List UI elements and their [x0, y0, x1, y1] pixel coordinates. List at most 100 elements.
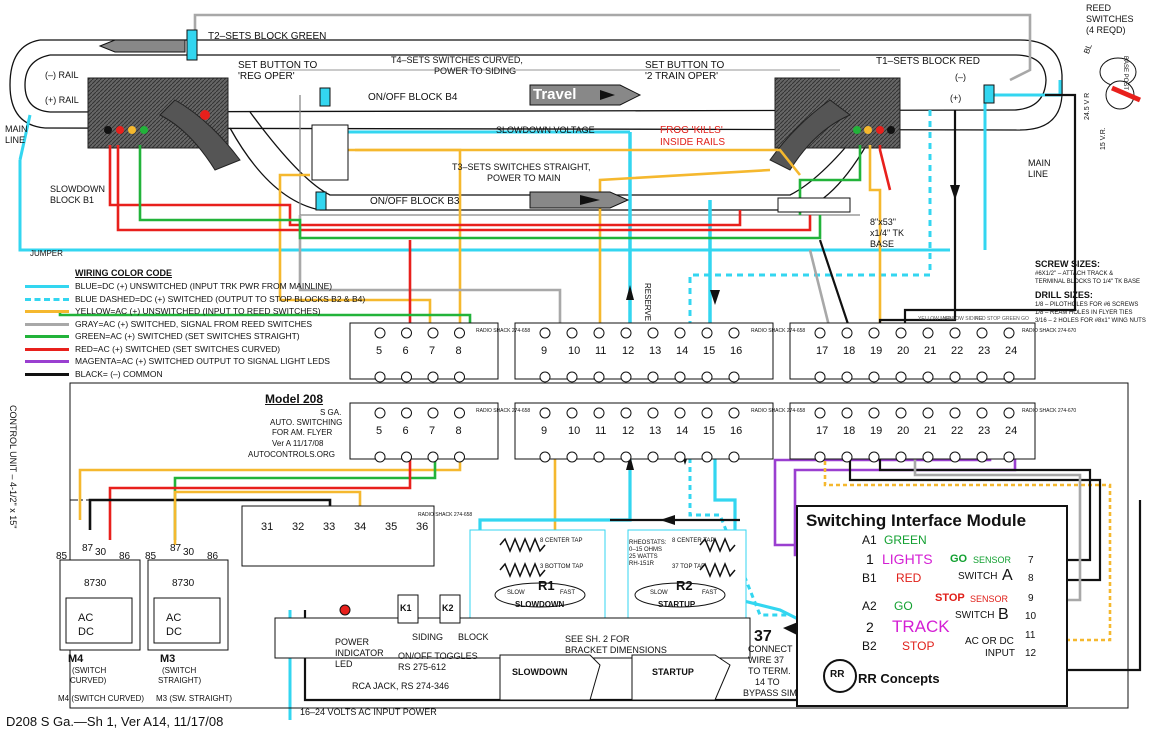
rheo-spec1: RHEOSTATS: — [629, 540, 667, 546]
terminal-number: 23 — [978, 425, 991, 437]
label-tk-base-1: 8"x53" — [870, 217, 896, 227]
rs-label-d: RADIO SHACK 274-658 — [418, 512, 473, 518]
screw-sizes-line2: TERMINAL BLOCKS TO 1/4" TK BASE — [1035, 279, 1140, 285]
sim-track-text: TRACK — [892, 617, 950, 636]
terminal-number: 36 — [416, 521, 429, 533]
terminal-number: 10 — [568, 345, 581, 357]
m4-pin-86: 86 — [119, 551, 131, 562]
rs-label-b1: RADIO SHACK 274-658 — [751, 328, 806, 334]
terminal-screw — [701, 371, 713, 383]
see-sh2-2: BRACKET DIMENSIONS — [565, 645, 667, 655]
terminal-screw — [401, 407, 412, 419]
terminal-number: 24 — [1005, 425, 1018, 437]
terminal-screw — [401, 371, 412, 383]
label-block-b4: ON/OFF BLOCK B4 — [368, 92, 458, 103]
rheo-spec2: 0–15 OHMS — [629, 547, 663, 553]
drill-sizes-title: DRILL SIZES: — [1035, 290, 1093, 300]
label-base-post: BASE POST — [1122, 56, 1128, 91]
terminal-number: 13 — [649, 345, 662, 357]
terminal-number: 9 — [541, 425, 548, 437]
terminal-number: 15 — [703, 345, 716, 357]
sim-acdc-1: AC OR DC — [965, 636, 1014, 647]
led-label-stop: RED STOP — [975, 316, 1001, 322]
terminal-number: 34 — [354, 521, 367, 533]
terminal-number: 22 — [951, 345, 964, 357]
terminal-screw — [674, 407, 686, 419]
note37-5: BYPASS SIM — [743, 688, 797, 698]
rr-concepts-logo — [823, 659, 857, 693]
led-label-siding: YELLOW SIDING — [943, 316, 983, 322]
terminal-number: 24 — [1005, 345, 1018, 357]
dpdt-switch — [311, 124, 349, 181]
terminal-screw — [566, 407, 578, 419]
legend-swatch — [25, 372, 69, 376]
terminal-screw — [454, 407, 465, 419]
base-post — [1099, 57, 1141, 110]
model-line4: Ver A 11/17/08 — [272, 439, 324, 448]
terminal-screw — [949, 407, 961, 419]
terminal-screw — [922, 327, 934, 339]
drill-line3: 3/16 – 2 HOLES FOR #8x1" WING NUTS — [1035, 318, 1146, 324]
reed-switch-t4 — [319, 87, 331, 107]
rs-label-a1: RADIO SHACK 274-658 — [476, 328, 531, 334]
label-set-2train-1: SET BUTTON TO — [645, 60, 725, 71]
sim-lights-text: LIGHTS — [882, 551, 933, 567]
terminal-screw — [647, 327, 659, 339]
terminal-number: 23 — [978, 345, 991, 357]
label-reed-2: SWITCHES — [1086, 14, 1134, 24]
legend-text: MAGENTA=AC (+) SWITCHED OUTPUT TO SIGNAL… — [75, 356, 330, 366]
terminal-screw — [647, 407, 659, 419]
terminal-screw — [814, 371, 826, 383]
terminal-screw — [868, 371, 880, 383]
r1-name: SLOWDOWN — [515, 600, 565, 609]
label-set-reg-2: 'REG OPER' — [238, 71, 295, 82]
terminal-screw — [427, 371, 439, 383]
label-main-line-left-1: MAIN — [5, 124, 28, 134]
terminal-number: 32 — [292, 521, 305, 533]
model-line5: AUTOCONTROLS.ORG — [248, 450, 335, 459]
terminal-screw — [814, 451, 826, 463]
label-main-line-right-1: MAIN — [1028, 158, 1051, 168]
terminal-screw — [620, 451, 632, 463]
r2-label: R2 — [676, 578, 693, 593]
terminal-screw — [454, 327, 465, 339]
label-t4-1: T4–SETS SWITCHES CURVED, — [391, 55, 523, 65]
toggle-k2 — [439, 594, 461, 624]
sim-lights-num: 1 — [866, 551, 874, 567]
legend-swatch — [25, 310, 69, 313]
label-t3-2: POWER TO MAIN — [487, 173, 561, 183]
terminal-screw — [374, 371, 386, 383]
terminal-number: 6 — [402, 345, 409, 357]
terminal-screw — [841, 407, 853, 419]
terminal-number: 15 — [703, 425, 716, 437]
terminal-screw — [593, 371, 605, 383]
terminal-screw — [922, 371, 934, 383]
screw-sizes-line1: #6X1/2" – ATTACH TRACK & — [1035, 271, 1114, 277]
m4-sub2: CURVED) — [70, 676, 107, 685]
terminal-screw — [728, 327, 740, 339]
m4-pin-87: 87 — [82, 543, 94, 554]
label-reed-1: REED — [1086, 3, 1112, 13]
m3-pins-bottom: 8730 — [172, 578, 195, 589]
terminal-screw — [674, 327, 686, 339]
label-block-b3: ON/OFF BLOCK B3 — [370, 196, 460, 207]
m3-pin-87: 87 — [170, 543, 182, 554]
label-slowdown-voltage: SLOWDOWN VOLTAGE — [496, 125, 595, 135]
terminal-screw — [949, 371, 961, 383]
legend-swatch — [25, 297, 69, 301]
label-slowdown-b1-2: BLOCK B1 — [50, 195, 95, 205]
terminal-number: 22 — [951, 425, 964, 437]
terminal-number: 12 — [622, 345, 635, 357]
r2-knob — [634, 582, 726, 608]
terminal-screw — [814, 407, 826, 419]
k2-label: K2 — [442, 603, 454, 613]
sim-switch-a-letter: A — [1002, 567, 1013, 584]
r2-center: 8 CENTER TAP — [672, 538, 715, 544]
terminal-screw — [976, 327, 988, 339]
terminal-number: 5 — [376, 425, 383, 437]
power-led — [339, 604, 351, 616]
block-terminal-strip — [777, 197, 851, 213]
m3-title: M3 — [160, 653, 176, 665]
travel-arrow — [529, 84, 642, 106]
